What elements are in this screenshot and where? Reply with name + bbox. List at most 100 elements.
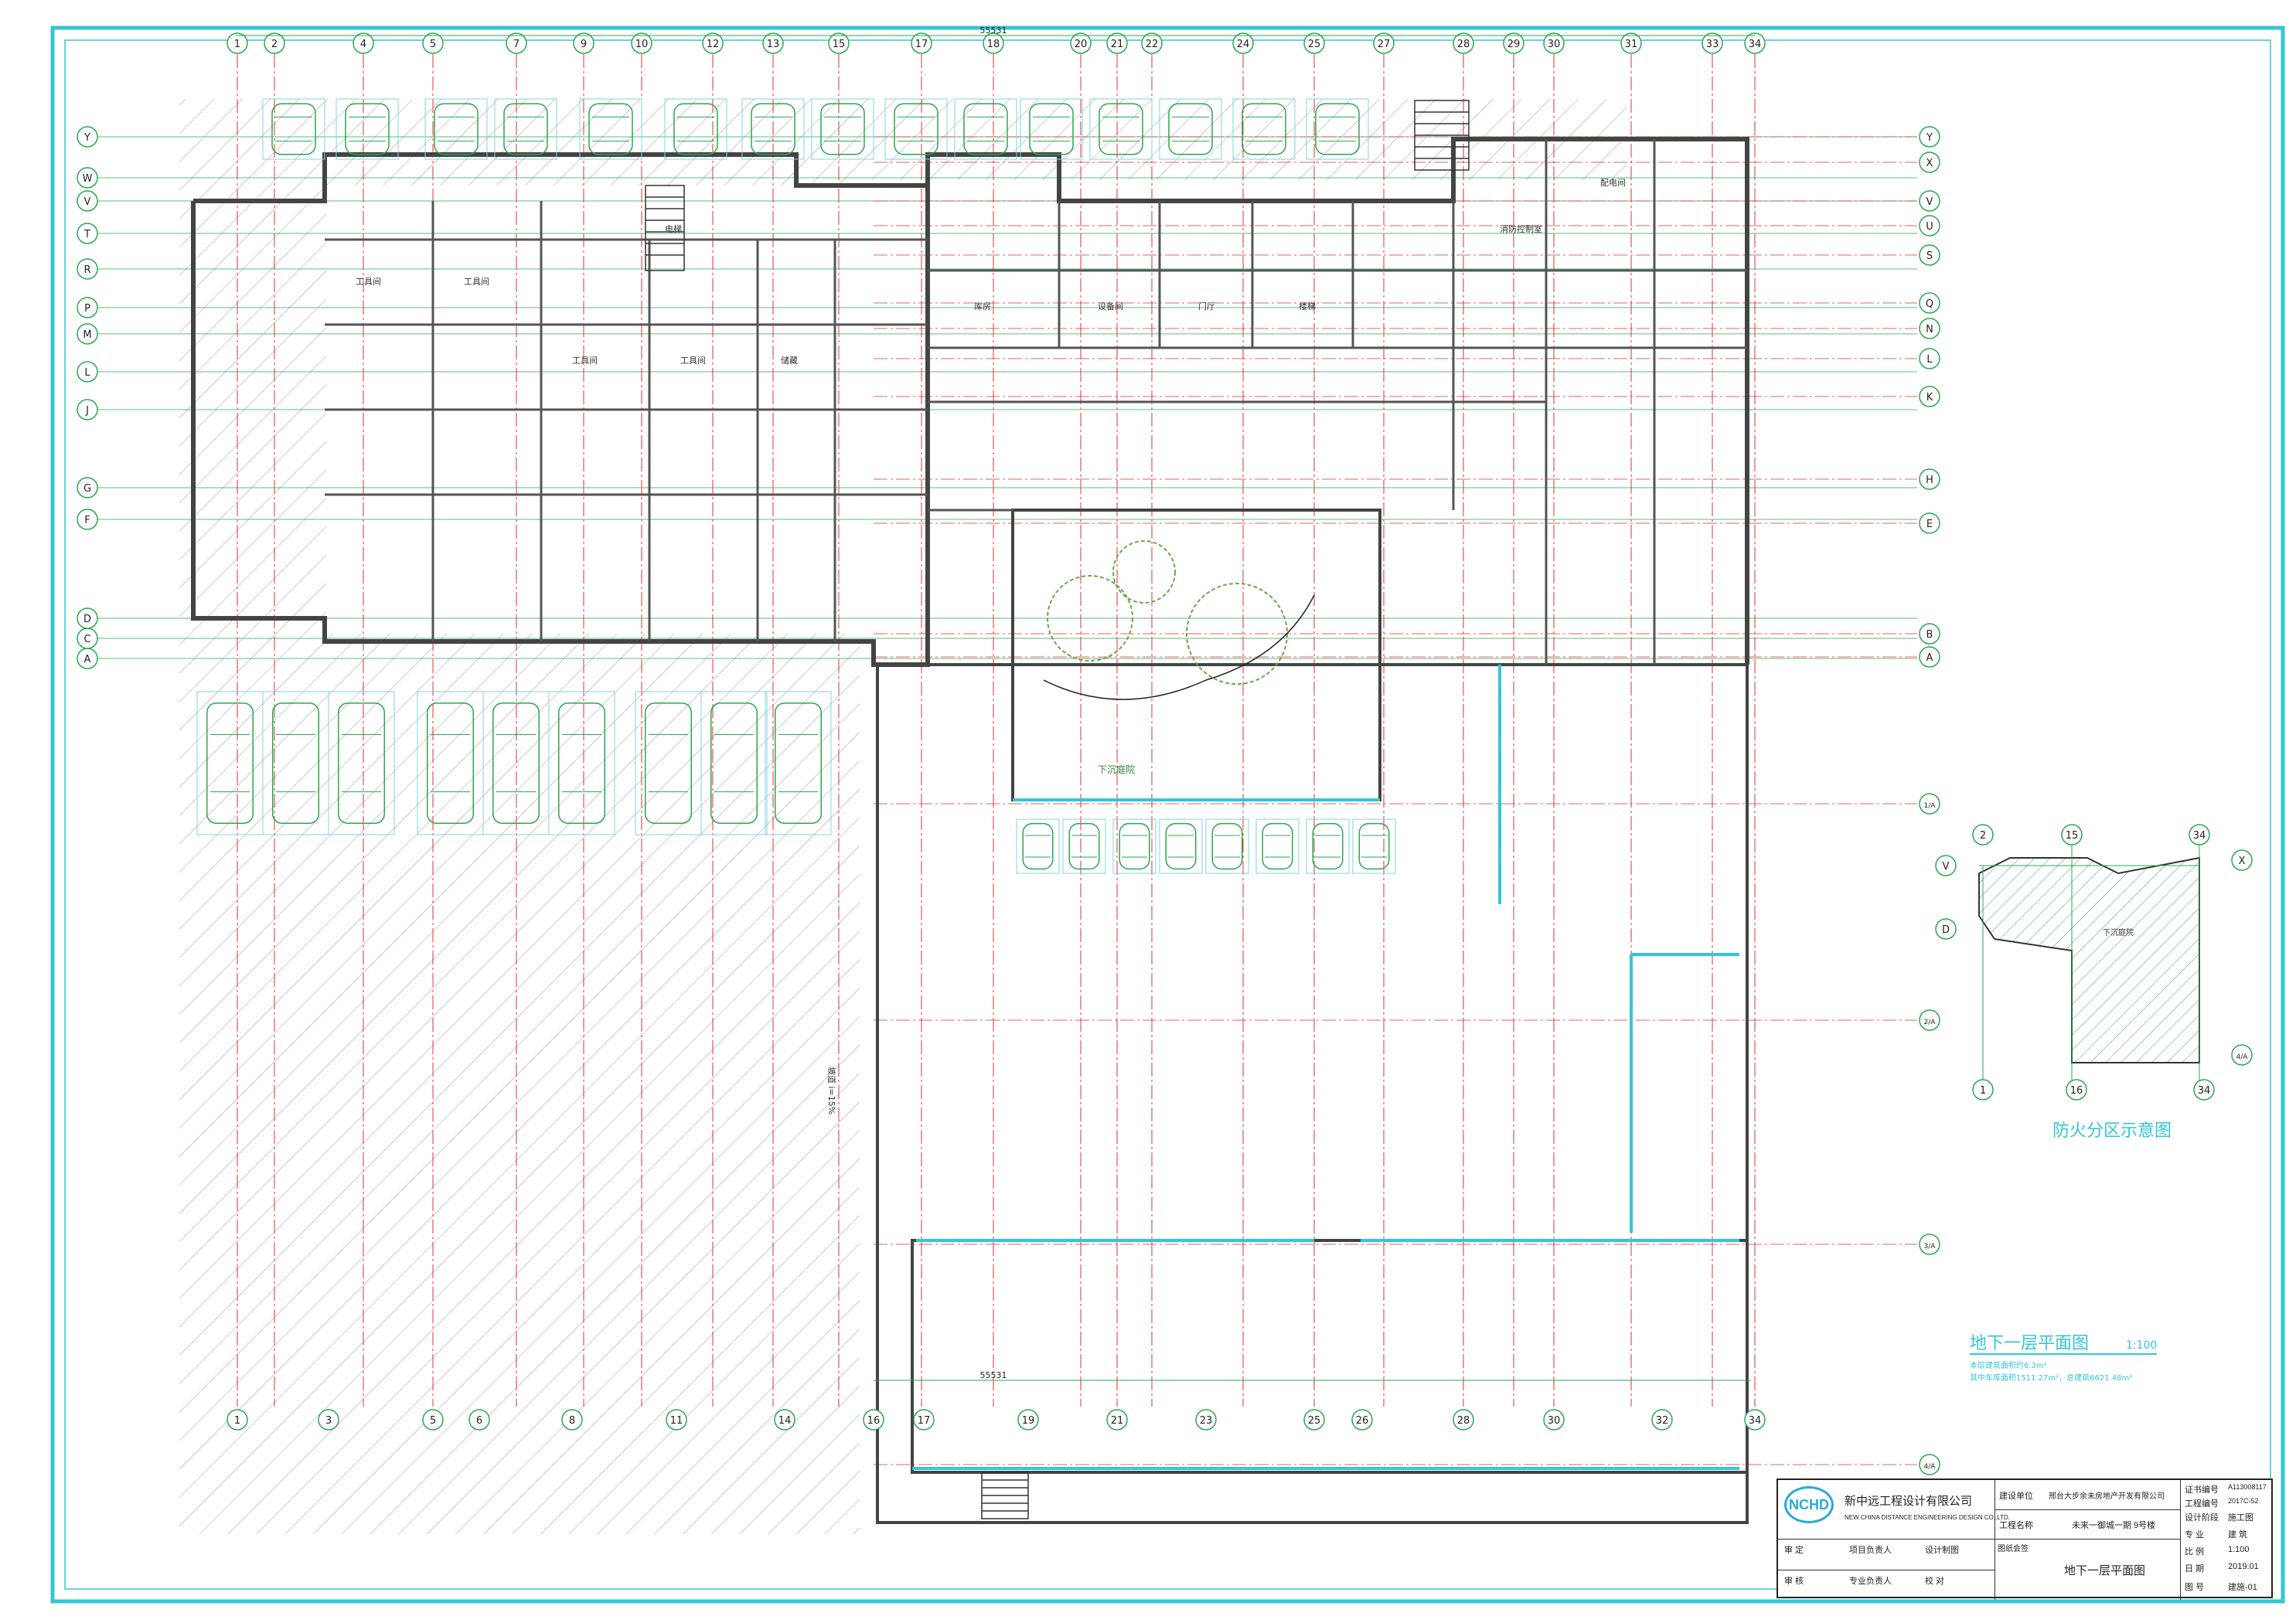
axis-left-label: A xyxy=(84,654,91,665)
car-stall xyxy=(1232,98,1296,160)
axis-bottom-label: 16 xyxy=(867,1415,881,1427)
axis-right-label-circle xyxy=(1919,190,1940,212)
axis-bottom-label: 25 xyxy=(1308,1415,1321,1427)
axis-bottom-label-circle xyxy=(666,1409,687,1431)
axis-top-label: 4 xyxy=(360,39,366,50)
axis-top-label-circle xyxy=(911,32,932,54)
axis-top-label-circle xyxy=(264,32,285,54)
axis-left-label: P xyxy=(84,303,90,315)
axis-right-label: 3/A xyxy=(1924,1243,1937,1250)
axis-top-label: 34 xyxy=(1749,39,1762,50)
car-stall xyxy=(1062,818,1106,874)
axis-top-label: 22 xyxy=(1146,39,1159,50)
axis-right-label-circle xyxy=(1919,386,1940,407)
role-6: 校 对 xyxy=(1925,1577,1945,1586)
company-name-cn: 新中远工程设计有限公司 xyxy=(1845,1495,1973,1508)
axis-right-label-circle xyxy=(1919,468,1940,490)
axis-right-label: V xyxy=(1926,196,1933,208)
axis-top-label: 27 xyxy=(1378,39,1391,50)
scale-label: 比 例 xyxy=(2185,1547,2205,1557)
fire-zone-bottom-label: 1 xyxy=(1980,1085,1986,1097)
axis-left-label: T xyxy=(83,229,90,240)
axis-top-label: 13 xyxy=(767,39,780,50)
axis-bottom-label-circle xyxy=(1303,1409,1325,1431)
axis-top-label-circle xyxy=(573,32,594,54)
axis-top-label: 9 xyxy=(581,39,587,50)
axis-top-label-circle xyxy=(1373,32,1395,54)
axis-right-label: 4/A xyxy=(1924,1463,1937,1471)
room-label: 配电间 xyxy=(1600,178,1626,188)
cert-value: A113008117 xyxy=(2228,1483,2267,1491)
axis-bottom-label: 5 xyxy=(430,1415,436,1427)
overall-dimension-top: 55531 xyxy=(980,26,1007,36)
room-label: 工具间 xyxy=(356,277,381,287)
axis-top-label-circle xyxy=(1620,32,1642,54)
axis-top-label: 15 xyxy=(833,39,846,50)
axis-bottom-label: 8 xyxy=(569,1415,575,1427)
axis-bottom-label: 28 xyxy=(1457,1415,1470,1427)
axis-top-label: 10 xyxy=(635,39,649,50)
fire-zone-side-label-circle xyxy=(1935,855,1957,876)
fire-zone-title: 防火分区示意图 xyxy=(2052,1121,2172,1141)
overall-dimension-bottom: 55531 xyxy=(980,1370,1007,1380)
room-label: 设备间 xyxy=(1098,301,1123,311)
car-stall xyxy=(1016,818,1060,874)
axis-left-label-circle xyxy=(77,477,98,498)
axis-bottom-label-circle xyxy=(913,1409,935,1431)
axis-right-label-circle xyxy=(1919,348,1940,369)
axis-left-label: W xyxy=(83,173,93,185)
axis-right-label-circle xyxy=(1919,151,1940,173)
axis-bottom-label-circle xyxy=(468,1409,490,1431)
axis-bottom-label: 26 xyxy=(1356,1415,1369,1427)
axis-top-label: 24 xyxy=(1237,39,1250,50)
axis-bottom-label-circle xyxy=(1017,1409,1039,1431)
axis-bottom-label: 6 xyxy=(476,1415,482,1427)
axis-top-label-circle xyxy=(227,32,248,54)
axis-left-label-circle xyxy=(77,258,98,280)
axis-top-label-circle xyxy=(1543,32,1565,54)
car-stall xyxy=(262,98,325,160)
axis-left-label: C xyxy=(83,634,90,645)
axis-bottom-label: 14 xyxy=(778,1415,792,1427)
axis-right-label-circle xyxy=(1919,244,1940,266)
sheet-no-value: 建施-01 xyxy=(2228,1583,2257,1592)
axis-left-label-circle xyxy=(77,648,98,669)
glass-curtain-walls xyxy=(912,665,1739,1470)
title-block: NCHD 新中远工程设计有限公司 NEW CHINA DISTANCE ENGI… xyxy=(1777,1478,2273,1600)
axis-left-label: V xyxy=(84,196,91,208)
fire-zone-side-label: V xyxy=(1943,861,1950,873)
car-stall xyxy=(664,98,727,160)
axis-left-label-circle xyxy=(77,361,98,383)
axis-top-label: 21 xyxy=(1111,39,1124,50)
axis-top-label-circle xyxy=(506,32,527,54)
axis-right-label-circle xyxy=(1919,292,1940,314)
car-stall xyxy=(1159,98,1222,160)
axis-top-label-circle xyxy=(1702,32,1723,54)
drawing-border xyxy=(50,26,2285,1604)
axis-top-label: 31 xyxy=(1625,39,1638,50)
room-label: 工具间 xyxy=(680,356,706,366)
parking-stalls xyxy=(196,98,1396,874)
axis-left-label: F xyxy=(84,515,90,526)
axis-left-label: D xyxy=(83,614,91,625)
axis-left-label-circle xyxy=(77,223,98,244)
axis-top-label: 25 xyxy=(1308,39,1321,50)
axis-top-label: 5 xyxy=(430,39,436,50)
car-stall xyxy=(954,98,1017,160)
car-stall xyxy=(1306,98,1369,160)
company-name-en: NEW CHINA DISTANCE ENGINEERING DESIGN CO… xyxy=(1845,1514,2010,1521)
axis-right-label: Q xyxy=(1926,298,1933,310)
axis-bottom-label-circle xyxy=(1106,1409,1128,1431)
sheet-title: 地下一层平面图 xyxy=(2064,1564,2146,1577)
axis-bottom-label-circle xyxy=(1351,1409,1373,1431)
axis-top-label: 7 xyxy=(513,39,519,50)
axis-bottom-label: 19 xyxy=(1022,1415,1035,1427)
stair-symbols xyxy=(645,100,1470,1519)
axis-left-label-circle xyxy=(77,297,98,318)
axis-left-label: R xyxy=(83,264,90,276)
fire-zone-bottom-label: 16 xyxy=(2070,1085,2083,1097)
axis-top-label-circle xyxy=(353,32,374,54)
